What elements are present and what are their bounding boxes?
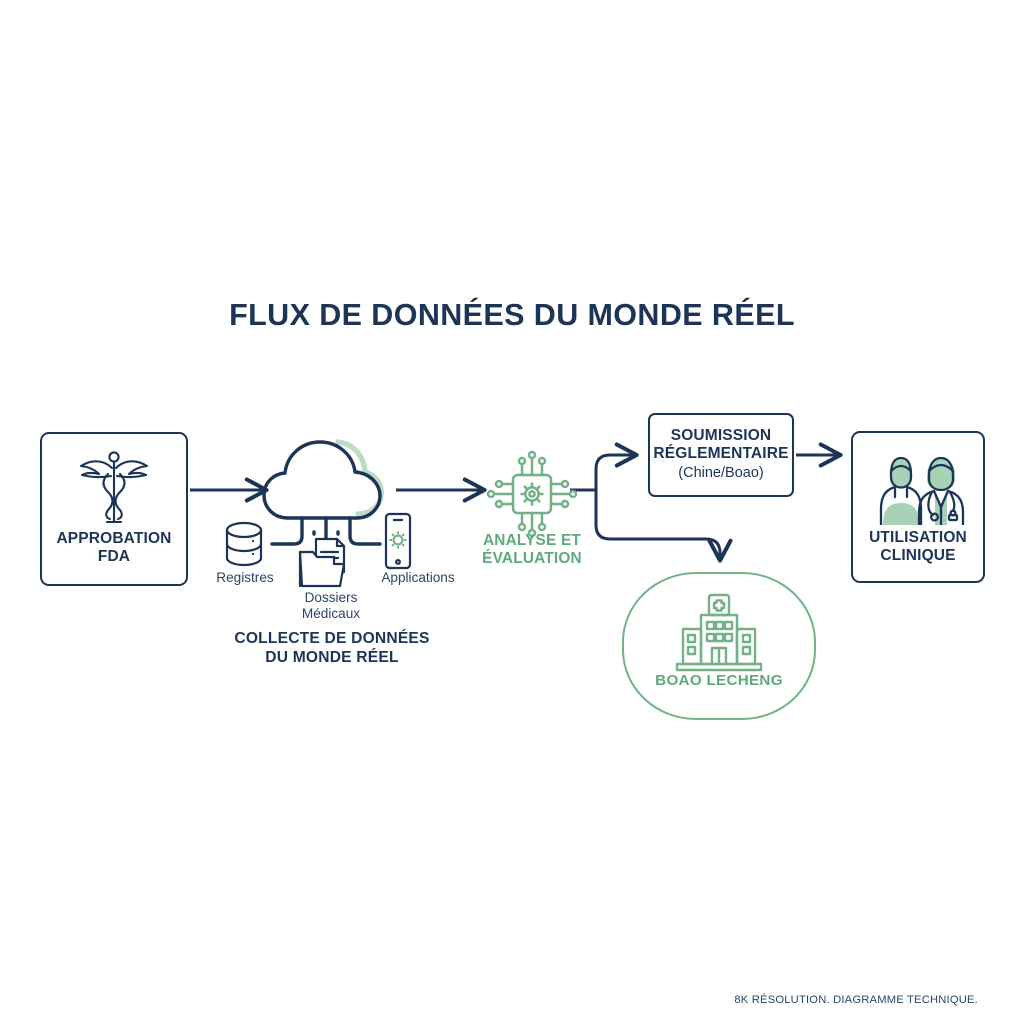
caduceus-icon — [75, 448, 153, 533]
collection-title: COLLECTE DE DONNÉES DU MONDE RÉEL — [192, 630, 472, 667]
page-title: FLUX DE DONNÉES DU MONDE RÉEL — [229, 298, 795, 332]
hospital-building-icon — [667, 592, 771, 681]
node-fda-approval[interactable]: APPROBATION FDA — [40, 432, 188, 586]
node-submission-label-line2: RÉGLEMENTAIRE — [653, 444, 789, 462]
analysis-label-line2: ÉVALUATION — [482, 550, 582, 568]
footer-note: 8K RÉSOLUTION. DIAGRAMME TECHNIQUE. — [734, 994, 978, 1006]
node-clinical-use[interactable]: UTILISATION CLINIQUE — [851, 431, 985, 583]
analysis-label: ANALYSE ET ÉVALUATION — [458, 532, 606, 568]
node-fda-label-line1: APPROBATION — [56, 530, 172, 547]
node-clinical-label-line2: CLINIQUE — [880, 546, 956, 564]
node-boao-lecheng[interactable]: BOAO LECHENG — [622, 572, 816, 720]
source-label-registres-line1: Registres — [216, 570, 274, 585]
node-analysis-evaluation[interactable]: ANALYSE ET ÉVALUATION — [466, 450, 598, 574]
node-fda-label: APPROBATION FDA — [42, 530, 186, 566]
database-icon — [220, 520, 268, 577]
node-data-collection[interactable]: Registres Dossiers Médicaux Applications… — [196, 432, 468, 672]
node-clinical-label-line1: UTILISATION — [869, 529, 967, 546]
source-label-dossiers: Dossiers Médicaux — [276, 590, 386, 622]
source-label-dossiers-line1: Dossiers — [304, 590, 358, 605]
node-boao-lecheng-label: BOAO LECHENG — [655, 672, 783, 689]
source-label-applications: Applications — [358, 570, 478, 586]
mobile-app-icon — [378, 512, 418, 575]
medical-folder-icon — [296, 536, 354, 597]
collection-title-line1: COLLECTE DE DONNÉES — [234, 630, 430, 647]
cloud-icon — [250, 432, 402, 565]
source-label-dossiers-line2: Médicaux — [301, 606, 361, 622]
node-regulatory-submission[interactable]: SOUMISSION RÉGLEMENTAIRE (Chine/Boao) — [648, 413, 794, 497]
node-submission-label: SOUMISSION RÉGLEMENTAIRE — [650, 427, 792, 463]
node-submission-sublabel: (Chine/Boao) — [678, 465, 764, 481]
analysis-label-line1: ANALYSE ET — [482, 532, 582, 549]
microchip-gear-icon — [486, 450, 578, 543]
node-clinical-label: UTILISATION CLINIQUE — [853, 529, 983, 565]
collection-title-line2: DU MONDE RÉEL — [265, 648, 399, 666]
node-submission-label-line1: SOUMISSION — [670, 427, 772, 444]
source-label-applications-line1: Applications — [381, 570, 455, 585]
node-fda-label-line2: FDA — [97, 547, 131, 565]
source-label-registres: Registres — [190, 570, 300, 586]
connector-branch-to-submission — [594, 442, 639, 492]
doctor-patient-icon — [865, 449, 971, 530]
connector-branch-to-hospital — [594, 488, 733, 563]
